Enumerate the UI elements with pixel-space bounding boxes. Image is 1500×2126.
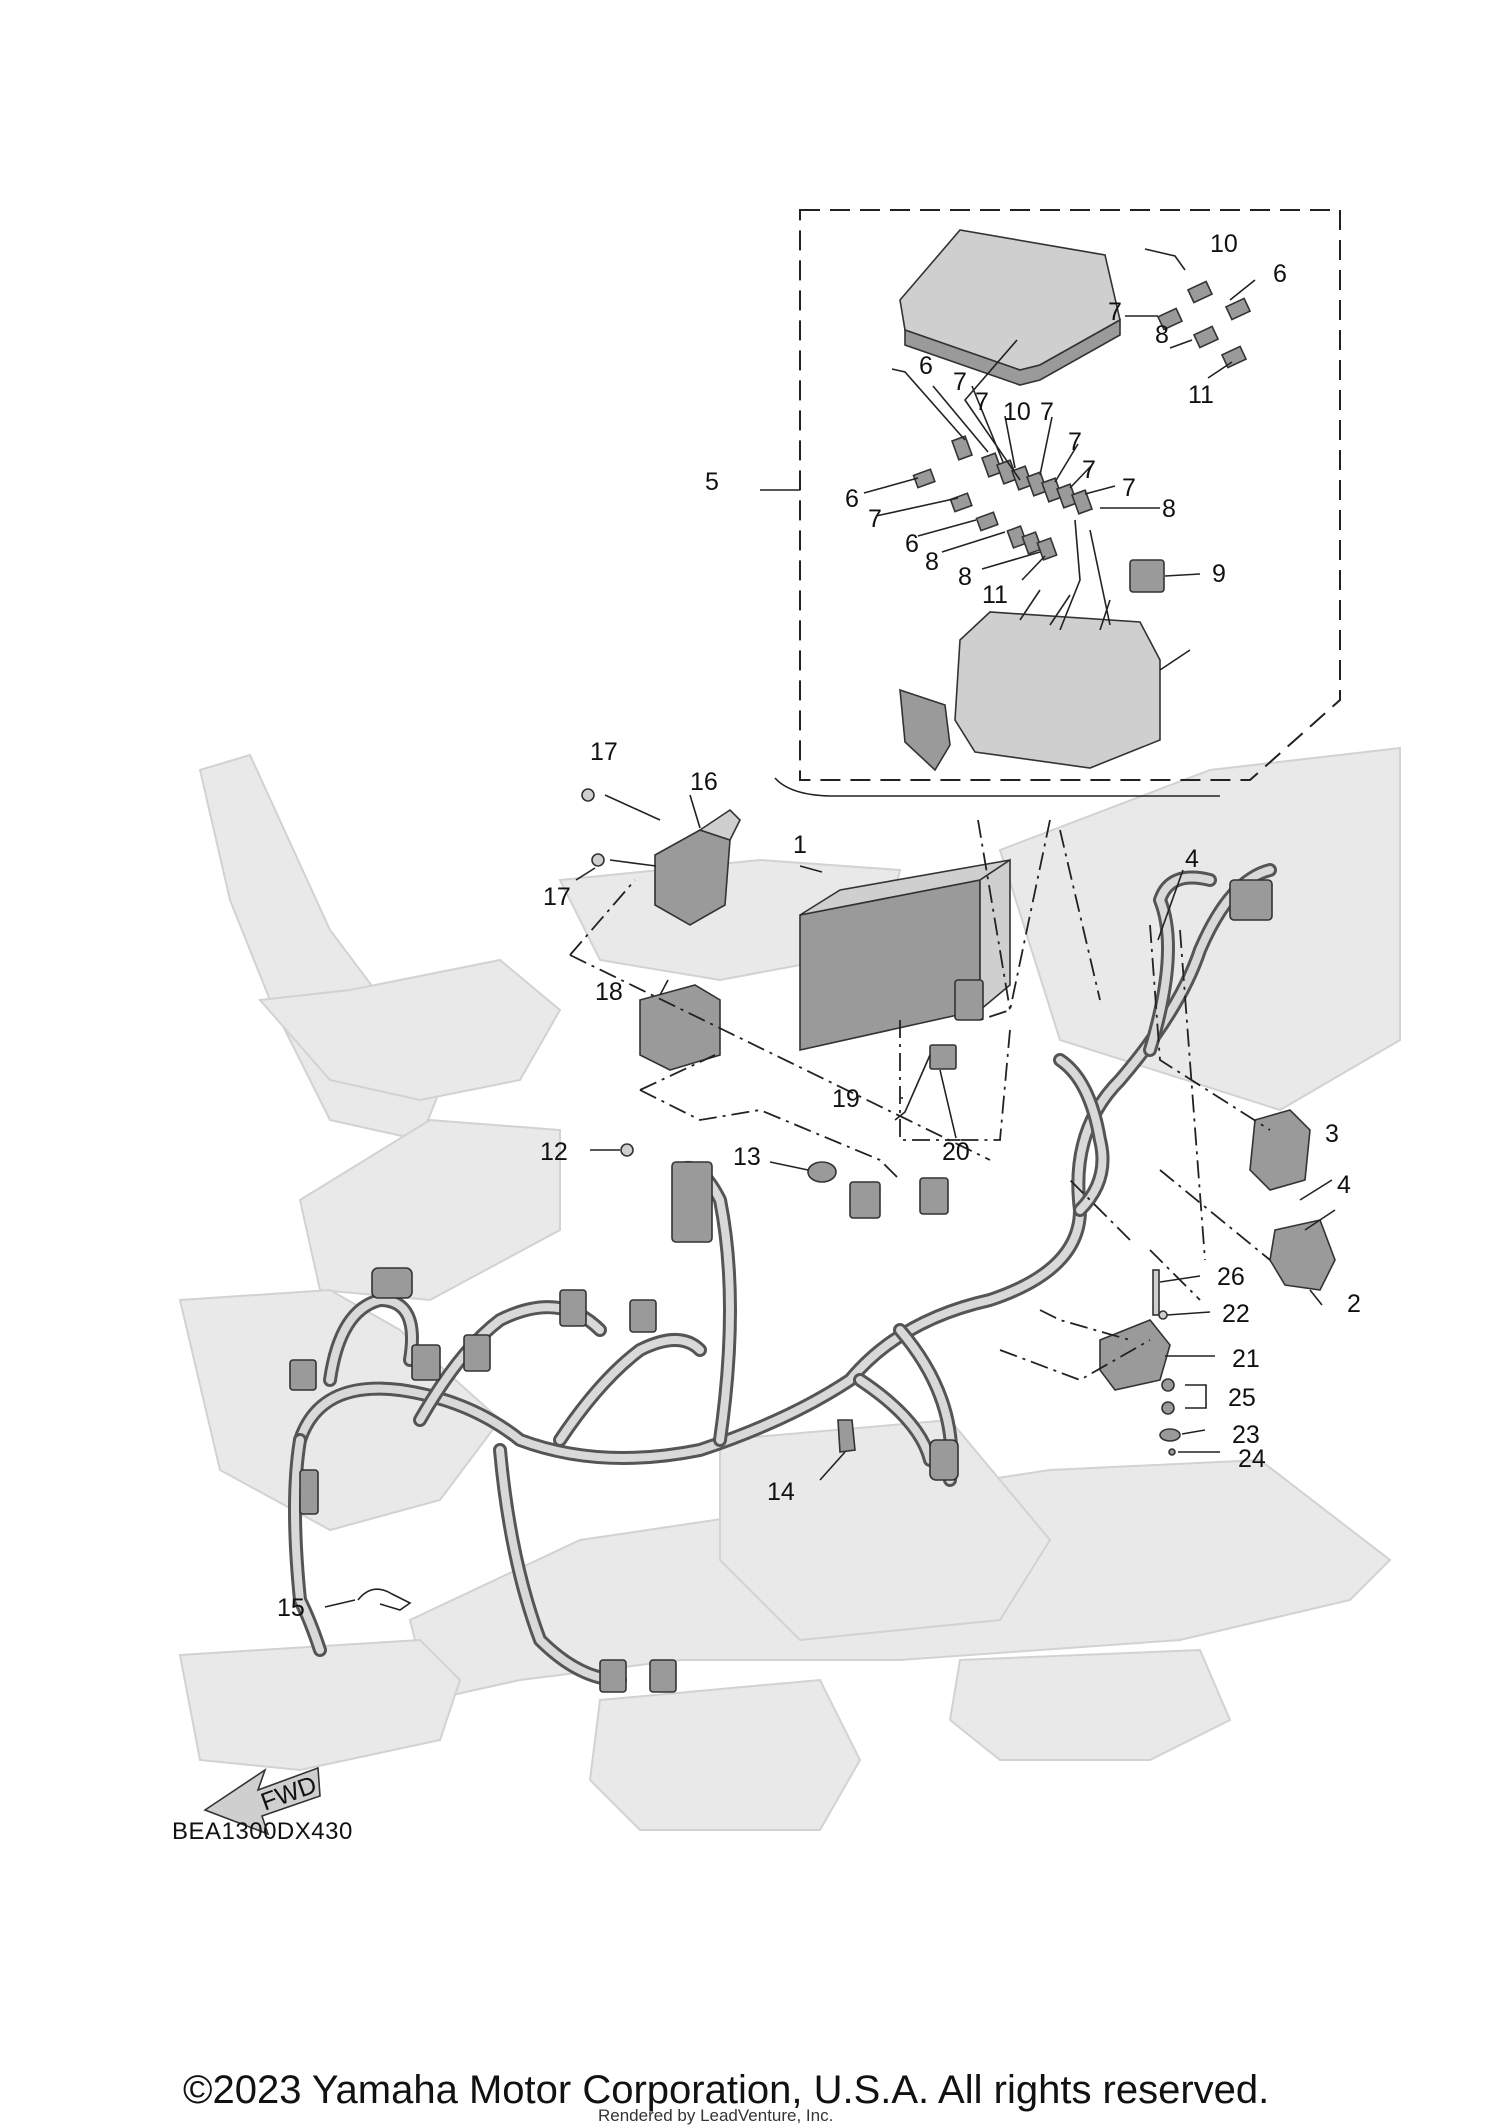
grommet-13 — [807, 1161, 837, 1183]
callout-19: 19 — [832, 1085, 860, 1113]
callout-4a: 4 — [1185, 845, 1199, 873]
callout-7b: 7 — [953, 368, 967, 396]
callout-8c: 8 — [925, 548, 939, 576]
callout-4b: 4 — [1337, 1171, 1351, 1199]
callout-22: 22 — [1222, 1300, 1250, 1328]
control-unit — [654, 808, 741, 926]
callout-6b: 6 — [919, 352, 933, 380]
callout-17b: 17 — [543, 883, 571, 911]
callout-18: 18 — [595, 978, 623, 1006]
callout-15: 15 — [277, 1594, 305, 1622]
starter-relay — [1269, 1219, 1336, 1291]
relay-18 — [639, 984, 721, 1071]
diagram-code: BEA1300DX430 — [172, 1818, 353, 1845]
callout-23: 23 — [1232, 1421, 1260, 1449]
clip-14 — [837, 1419, 856, 1453]
fuse-row — [912, 435, 1165, 593]
callout-8d: 8 — [958, 563, 972, 591]
rectifier — [1099, 1319, 1171, 1391]
callout-9: 9 — [1212, 560, 1226, 588]
harness-connectors — [289, 879, 1273, 1693]
callout-6d: 6 — [905, 530, 919, 558]
callout-13: 13 — [733, 1143, 761, 1171]
callout-24: 24 — [1238, 1445, 1266, 1473]
fuse-box-group-border — [799, 209, 1341, 781]
callout-10a: 10 — [1210, 230, 1238, 258]
callout-2: 2 — [1347, 1290, 1361, 1318]
leader-lines — [324, 248, 1336, 1608]
callout-21: 21 — [1232, 1345, 1260, 1373]
callout-7a: 7 — [1108, 298, 1122, 326]
rendered-by-notice: Rendered by LeadVenture, Inc. — [598, 2106, 834, 2125]
callout-3: 3 — [1325, 1120, 1339, 1148]
callout-17a: 17 — [590, 738, 618, 766]
callout-10b: 10 — [1003, 398, 1031, 426]
callout-11b: 11 — [982, 581, 1008, 609]
callout-8b: 8 — [1162, 495, 1176, 523]
callout-1: 1 — [793, 831, 807, 859]
bolts — [581, 788, 605, 867]
relay-3 — [1249, 1109, 1311, 1191]
callout-7h: 7 — [868, 505, 882, 533]
callout-16: 16 — [690, 768, 718, 796]
callout-8a: 8 — [1155, 321, 1169, 349]
callout-7c: 7 — [975, 388, 989, 416]
connector-12 — [620, 1143, 634, 1157]
fuse-box-body — [899, 589, 1191, 772]
callout-5: 5 — [705, 468, 719, 496]
fuse-box-cover — [899, 229, 1121, 386]
band-15 — [357, 1588, 412, 1611]
callout-14: 14 — [767, 1478, 795, 1506]
fwd-label: FWD — [257, 1771, 320, 1817]
callout-7f: 7 — [1082, 456, 1096, 484]
copyright-notice: ©2023 Yamaha Motor Corporation, U.S.A. A… — [183, 2068, 1270, 2112]
callout-7d: 7 — [1040, 398, 1054, 426]
hardware — [1152, 1269, 1181, 1456]
spare-fuses — [1156, 280, 1252, 369]
callout-20: 20 — [942, 1138, 970, 1166]
callout-6c: 6 — [845, 485, 859, 513]
reference-lines — [569, 819, 1271, 1381]
callout-25: 25 — [1228, 1384, 1256, 1412]
wire-harness — [288, 863, 1277, 1687]
callout-6a: 6 — [1273, 260, 1287, 288]
battery — [799, 858, 1011, 1051]
callout-11a: 11 — [1188, 381, 1214, 409]
callout-12: 12 — [540, 1138, 568, 1166]
callout-26: 26 — [1217, 1263, 1245, 1291]
relay-group-19 — [929, 979, 984, 1070]
group-bracket — [774, 777, 1220, 797]
callout-7e: 7 — [1068, 428, 1082, 456]
callout-7g: 7 — [1122, 474, 1136, 502]
callouts: 1 2 3 4 4 5 6 6 6 6 7 7 7 7 7 7 7 7 8 8 … — [277, 230, 1361, 1622]
